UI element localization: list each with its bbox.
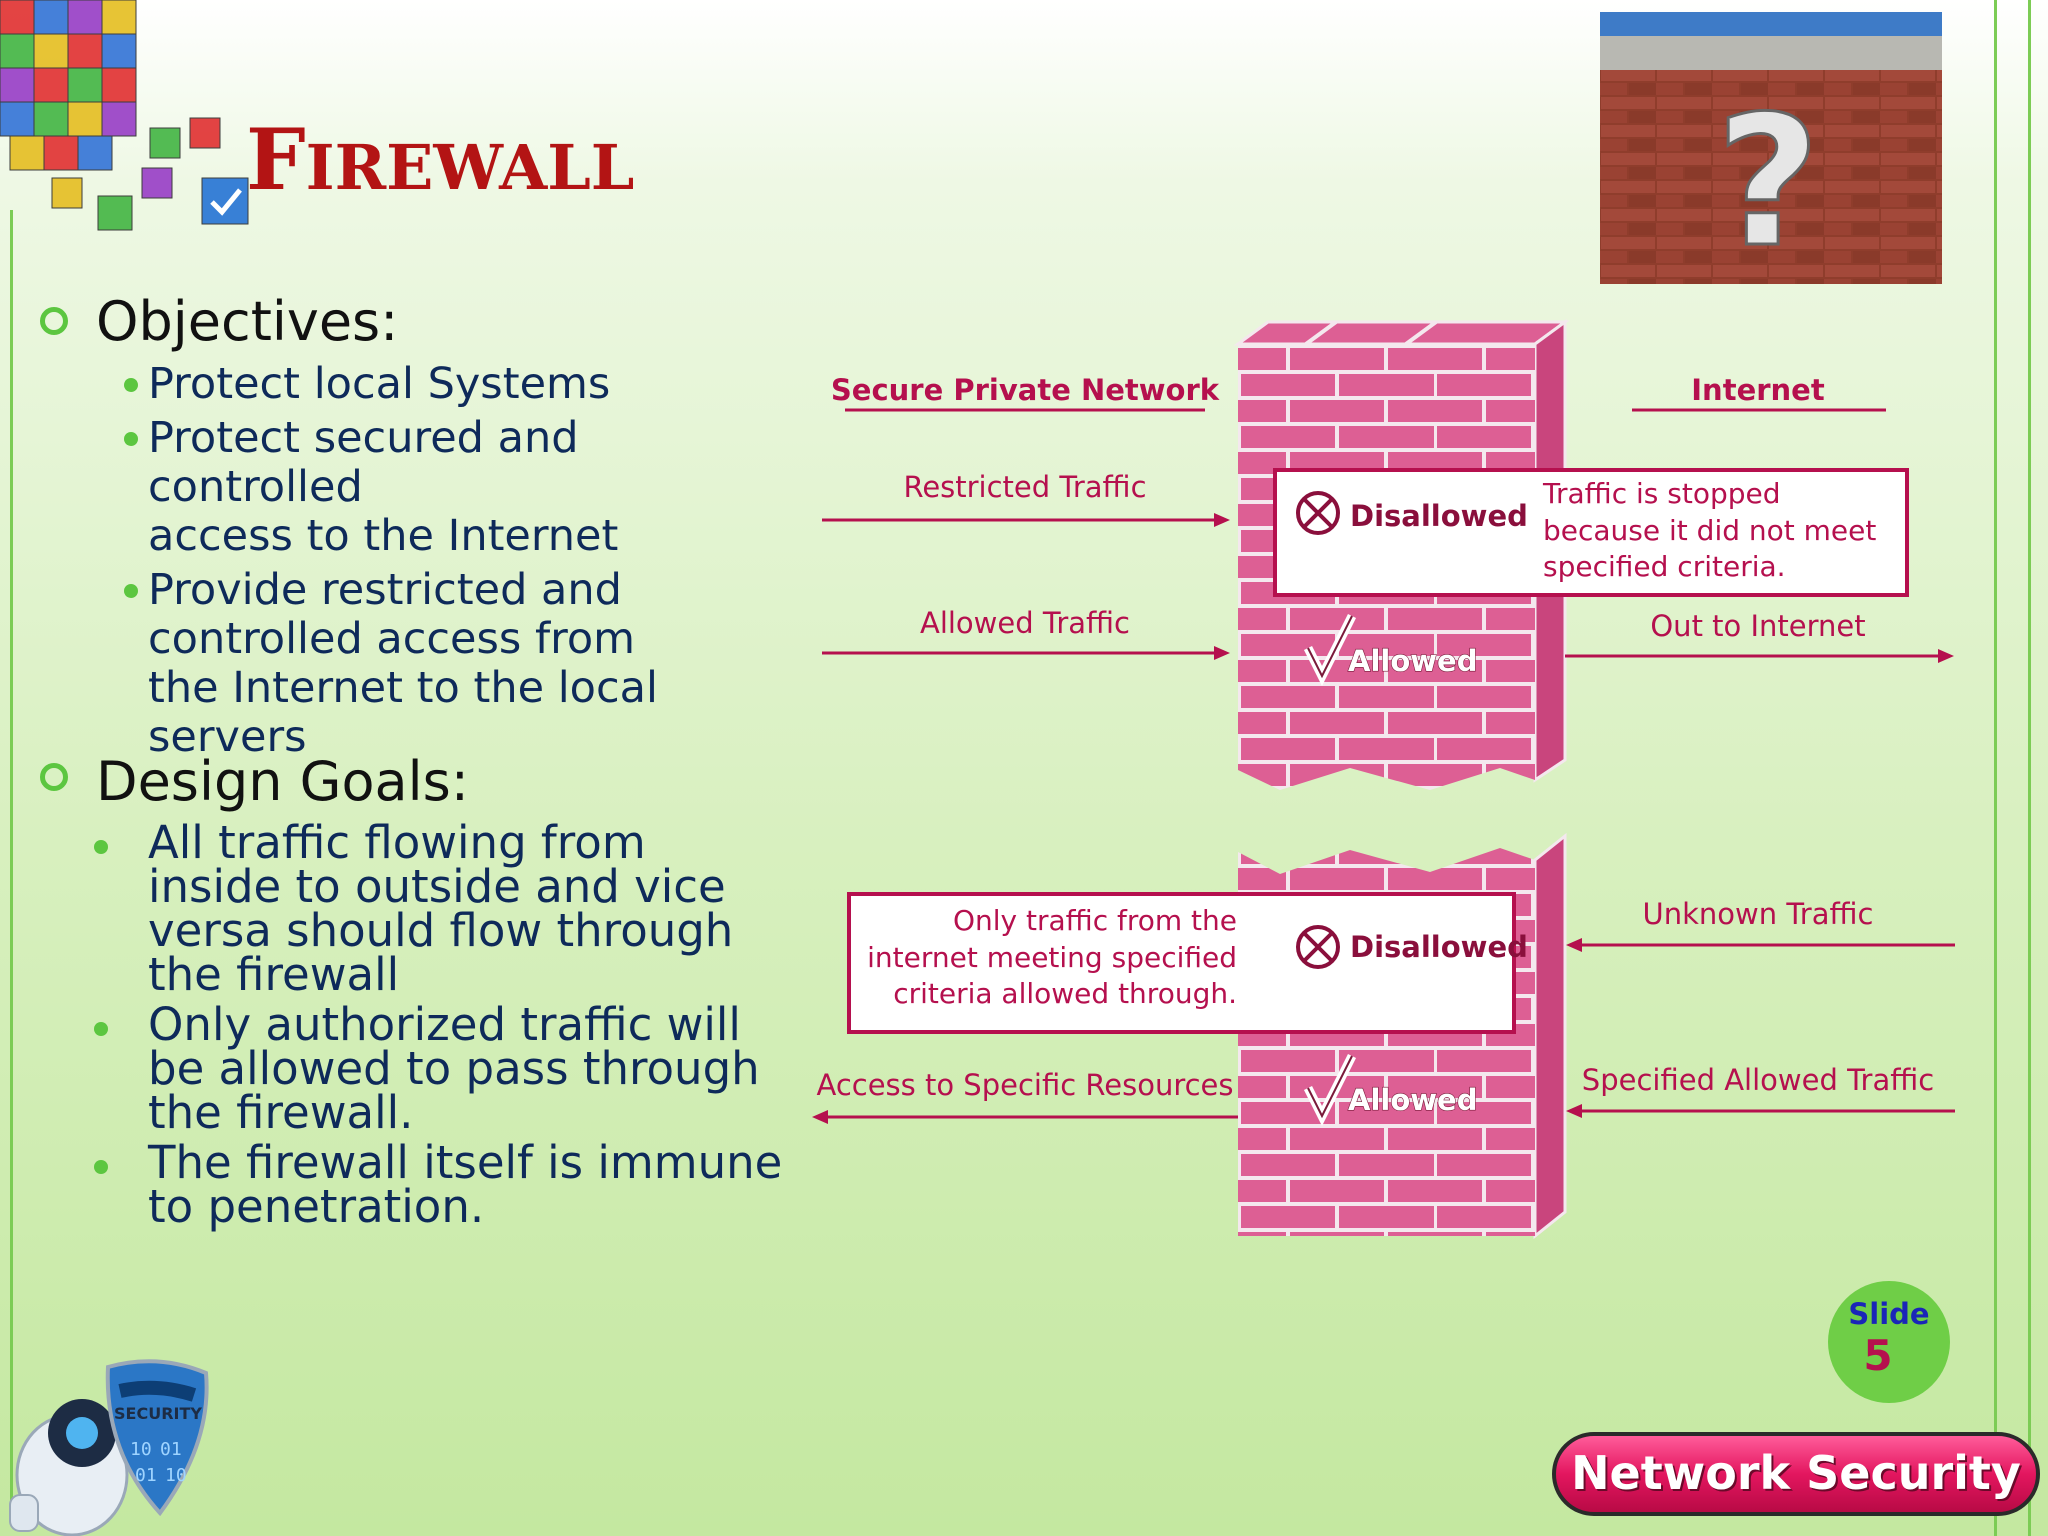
- brick-wall-question-icon: ?: [1600, 12, 1942, 284]
- slide-number-badge: Slide 5: [1828, 1281, 1950, 1403]
- bullet-ring: [40, 763, 68, 791]
- page-title: FIREWALL: [246, 110, 635, 209]
- security-robot-icon: SECURITY 10 01 01 10: [9, 1359, 209, 1536]
- slide-number: 5: [1863, 1331, 1893, 1380]
- svg-text:10: 10: [165, 1465, 187, 1486]
- objective-line: the Internet to the local: [148, 663, 658, 713]
- design-goal-line: inside to outside and vice: [148, 860, 726, 913]
- top-box-line: Traffic is stopped: [1542, 477, 1781, 510]
- bullet-ring: [40, 307, 68, 335]
- bottom-box-line: Only traffic from the: [953, 904, 1237, 937]
- design-goal-line: The firewall itself is immune: [148, 1136, 783, 1189]
- bottom-box-line: internet meeting specified: [867, 941, 1237, 974]
- objective-line: controlled: [148, 462, 363, 512]
- design-goal-line: versa should flow through: [148, 904, 734, 957]
- design-goal-line: be allowed to pass through: [148, 1042, 760, 1095]
- svg-text:01: 01: [135, 1465, 157, 1486]
- disallowed-icon: [1296, 925, 1340, 969]
- objective-line: Protect local Systems: [148, 359, 611, 409]
- unknown-traffic-label: Unknown Traffic: [1643, 897, 1874, 931]
- firewall-diagram: Secure Private Network Internet Restrict…: [812, 319, 1955, 1240]
- allowed-label-top: Allowed: [1348, 644, 1477, 678]
- disallowed-box-top: [1273, 468, 1909, 597]
- specified-traffic-label: Specified Allowed Traffic: [1582, 1063, 1934, 1097]
- allowed-traffic-label: Allowed Traffic: [920, 606, 1130, 640]
- bullet-dot: [94, 840, 108, 854]
- restricted-traffic-label: Restricted Traffic: [903, 470, 1146, 504]
- top-box-line: because it did not meet: [1543, 514, 1876, 547]
- objective-line: controlled access from: [148, 614, 636, 664]
- allowed-label-bottom: Allowed: [1348, 1083, 1477, 1117]
- design-goal-line: the firewall: [148, 948, 400, 1001]
- svg-text:01: 01: [160, 1439, 182, 1460]
- disallowed-box-bottom: [847, 892, 1516, 1034]
- network-security-badge: Network Security: [1552, 1432, 2040, 1516]
- svg-text:SECURITY: SECURITY: [114, 1404, 202, 1423]
- objective-line: Protect secured and: [148, 413, 579, 463]
- internet-header: Internet: [1691, 373, 1825, 407]
- svg-text:10: 10: [130, 1439, 152, 1460]
- objective-line: Provide restricted and: [148, 565, 622, 615]
- slide-label: Slide: [1848, 1297, 1930, 1331]
- bullet-dot: [124, 378, 138, 392]
- design-goals-heading: Design Goals:: [96, 750, 469, 813]
- top-box-line: specified criteria.: [1543, 550, 1786, 583]
- access-resources-label: Access to Specific Resources: [816, 1068, 1233, 1102]
- network-security-label: Network Security: [1571, 1446, 2021, 1500]
- bullet-dot: [124, 584, 138, 598]
- objective-line: access to the Internet: [148, 511, 619, 561]
- design-goal-line: Only authorized traffic will: [148, 998, 741, 1051]
- color-cubes-icon: [0, 0, 249, 231]
- design-goal-line: to penetration.: [148, 1180, 485, 1233]
- bullet-dot: [94, 1160, 108, 1174]
- svg-text:?: ?: [1716, 78, 1820, 284]
- bottom-box-line: criteria allowed through.: [893, 977, 1237, 1010]
- design-goal-line: All traffic flowing from: [148, 816, 646, 869]
- disallowed-label-bottom: Disallowed: [1350, 930, 1528, 964]
- disallowed-label-top: Disallowed: [1350, 499, 1528, 533]
- objectives-heading: Objectives:: [96, 290, 399, 353]
- out-to-internet-label: Out to Internet: [1650, 609, 1865, 643]
- secure-network-header: Secure Private Network: [831, 373, 1220, 407]
- disallowed-icon: [1296, 491, 1340, 535]
- bullet-dot: [124, 432, 138, 446]
- objective-line: servers: [148, 712, 307, 762]
- bullet-dot: [94, 1022, 108, 1036]
- design-goal-line: the firewall.: [148, 1086, 414, 1139]
